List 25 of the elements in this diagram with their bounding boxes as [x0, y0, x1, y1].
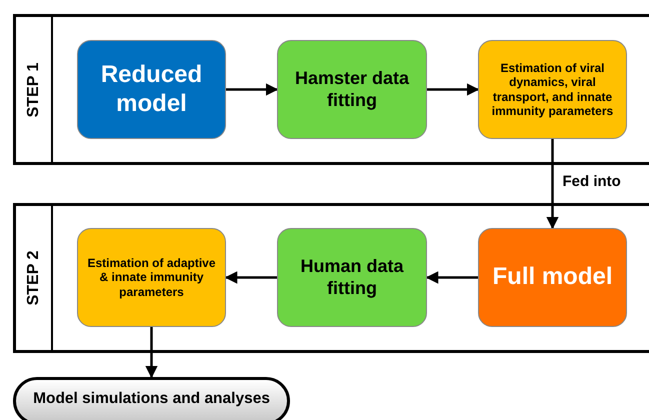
- arrow: [427, 83, 480, 96]
- process-box: [277, 228, 427, 327]
- step-band: [13, 14, 649, 165]
- step-label: STEP 2: [24, 250, 42, 306]
- terminal-label: Model simulations and analyses: [33, 390, 270, 408]
- box-label: Estimation of adaptive & innate immunity parameters: [86, 256, 217, 300]
- box-label: Human data fitting: [299, 256, 405, 300]
- edge-label: Fed into: [560, 172, 623, 190]
- process-box: [277, 40, 427, 139]
- box-label: Full model: [492, 263, 612, 292]
- arrow: [145, 327, 158, 378]
- arrow: [546, 139, 559, 230]
- box-label: Estimation of viral dynamics, viral transport, and innate immunity parameters: [490, 60, 614, 118]
- step-band: [13, 203, 649, 353]
- arrow: [426, 271, 478, 284]
- box-label: Hamster data fitting: [294, 68, 410, 112]
- arrow: [224, 271, 277, 284]
- result-box: [478, 40, 627, 139]
- terminal-box: [13, 377, 290, 420]
- model-box: [77, 40, 226, 139]
- arrow: [226, 83, 278, 96]
- model-box: [478, 228, 627, 327]
- result-box: [77, 228, 226, 327]
- box-label: Reduced model: [100, 60, 204, 118]
- step-label: STEP 1: [24, 62, 42, 117]
